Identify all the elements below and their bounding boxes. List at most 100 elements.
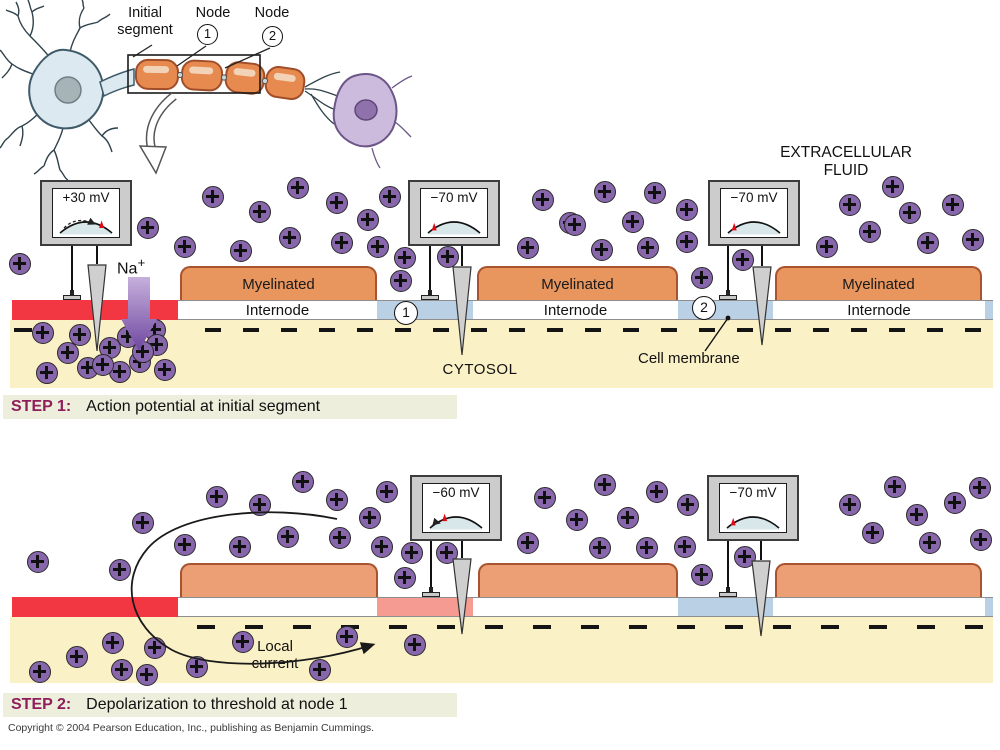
- membrane-segment-internode: Internode: [773, 300, 985, 320]
- positive-ion: [816, 236, 838, 258]
- positive-ion: [594, 474, 616, 496]
- voltmeter-gauge: [726, 516, 780, 530]
- positive-ion: [230, 240, 252, 262]
- positive-ion: [57, 342, 79, 364]
- positive-ion: [882, 176, 904, 198]
- voltmeter-reading: −70 mV: [729, 485, 777, 500]
- positive-ion: [636, 537, 658, 559]
- positive-ion: [944, 492, 966, 514]
- positive-ion: [99, 337, 121, 359]
- positive-ion: [376, 481, 398, 503]
- positive-ion: [154, 359, 176, 381]
- membrane-segment-node-blue: [985, 300, 993, 320]
- electrode-probe: [87, 264, 107, 352]
- positive-ion: [594, 181, 616, 203]
- reference-electrode-stem: [70, 290, 74, 296]
- cytosol-label: CYTOSOL: [442, 361, 518, 378]
- voltmeter-reading: −70 mV: [730, 190, 778, 205]
- positive-ion: [174, 534, 196, 556]
- cell-membrane-leader-line: [704, 315, 731, 352]
- voltmeter-display: −70 mV: [719, 483, 787, 533]
- positive-ion: [617, 507, 639, 529]
- positive-ion: [839, 494, 861, 516]
- positive-ion: [277, 526, 299, 548]
- positive-ion: [359, 507, 381, 529]
- positive-ion: [646, 481, 668, 503]
- positive-ion: [27, 551, 49, 573]
- membrane-segment-node-blue: [678, 597, 773, 617]
- voltmeter-gauge: [59, 217, 113, 235]
- step2-tag: STEP 2:: [11, 696, 72, 713]
- node-number-badge: 2: [692, 296, 716, 320]
- voltmeter-reading: +30 mV: [62, 190, 110, 205]
- membrane-segment-internode: [178, 597, 377, 617]
- positive-ion: [292, 471, 314, 493]
- positive-ion: [92, 354, 114, 376]
- positive-ion: [390, 270, 412, 292]
- positive-ion: [862, 522, 884, 544]
- positive-ion: [371, 536, 393, 558]
- positive-ion: [132, 512, 154, 534]
- positive-ion: [202, 186, 224, 208]
- positive-ion: [111, 659, 133, 681]
- voltmeter-reference-wire: [727, 541, 729, 587]
- sodium-ion-label: Na+: [117, 255, 146, 278]
- voltmeter-reading: −70 mV: [430, 190, 478, 205]
- positive-ion: [367, 236, 389, 258]
- electrode-probe: [751, 560, 771, 637]
- node1-label: Node: [195, 5, 231, 21]
- electrode-probe: [452, 266, 472, 356]
- positive-ion: [517, 532, 539, 554]
- positive-ion: [326, 192, 348, 214]
- step1-caption-bar: STEP 1: Action potential at initial segm…: [3, 395, 457, 419]
- positive-ion: [622, 211, 644, 233]
- positive-ion: [674, 536, 696, 558]
- reference-electrode-plate: [719, 592, 737, 597]
- positive-ion: [532, 189, 554, 211]
- step2-caption-bar: STEP 2: Depolarization to threshold at n…: [3, 693, 457, 717]
- positive-ion: [69, 324, 91, 346]
- positive-ion: [839, 194, 861, 216]
- node2-label: Node: [254, 5, 290, 21]
- voltmeter-probe-wire: [760, 541, 762, 560]
- reference-electrode-stem: [726, 290, 730, 296]
- local-current-loop-arrow: [130, 511, 376, 665]
- neuron-inset-illustration: [0, 0, 413, 181]
- positive-ion: [29, 661, 51, 683]
- positive-ion: [331, 232, 353, 254]
- positive-ion: [102, 632, 124, 654]
- zoom-arrow: [138, 92, 177, 175]
- cell-membrane-label: Cell membrane: [638, 350, 740, 367]
- voltmeter: −60 mV: [410, 475, 502, 541]
- positive-ion: [36, 362, 58, 384]
- positive-ion: [329, 527, 351, 549]
- positive-ion: [136, 664, 158, 686]
- voltmeter-probe-wire: [761, 246, 763, 266]
- step1-tag: STEP 1:: [11, 398, 72, 415]
- voltmeter-reading: −60 mV: [432, 485, 480, 500]
- step2-text: Depolarization to threshold at node 1: [86, 696, 348, 713]
- myelin-sheath: [478, 563, 678, 597]
- voltmeter-gauge: [427, 221, 481, 235]
- cytosol-negative-charges: [197, 625, 992, 629]
- positive-ion: [644, 182, 666, 204]
- voltmeter-gauge: [429, 513, 483, 530]
- node2-number: 2: [262, 26, 283, 47]
- myelin-segments-inset: [134, 58, 306, 100]
- positive-ion: [249, 201, 271, 223]
- axon-terminals: [304, 71, 341, 125]
- membrane-segment-internode: Internode: [178, 300, 377, 320]
- myelinated-label: Myelinated: [842, 275, 915, 293]
- positive-ion: [969, 477, 991, 499]
- positive-ion: [379, 186, 401, 208]
- reference-electrode-plate: [63, 295, 81, 300]
- myelin-sheath: [180, 563, 378, 597]
- voltmeter-reference-wire: [429, 246, 431, 290]
- voltmeter: −70 mV: [708, 180, 800, 246]
- myelin-sheath: Myelinated: [180, 266, 377, 300]
- voltmeter-probe-wire: [461, 246, 463, 266]
- myelin-sheath: [775, 563, 982, 597]
- membrane-segment-internode: [473, 597, 678, 617]
- positive-ion: [534, 487, 556, 509]
- step1-text: Action potential at initial segment: [86, 398, 321, 415]
